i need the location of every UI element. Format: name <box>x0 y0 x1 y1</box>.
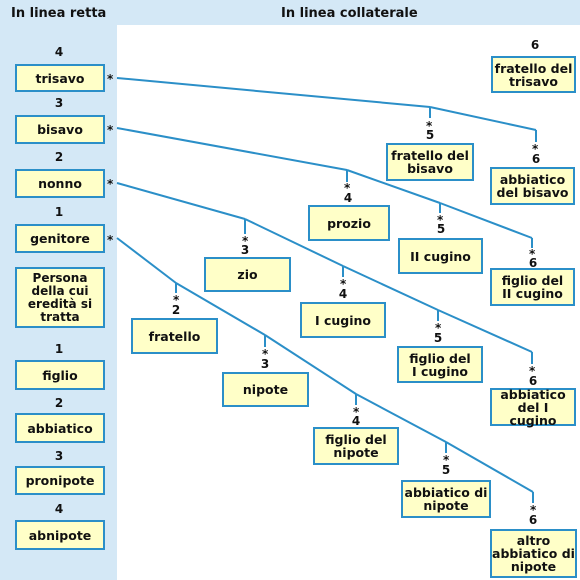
box-figlio-ii-cugino: figlio del II cugino <box>490 268 575 306</box>
connector-genitore-branch <box>116 237 177 284</box>
degree-ii-cugino: 5 <box>436 222 446 236</box>
box-i-cugino: I cugino <box>300 302 386 338</box>
degree-abbiatico-i-cugino: 6 <box>528 374 538 388</box>
box-prozio: prozio <box>308 205 390 241</box>
box-figlio-i-cugino: figlio del I cugino <box>397 346 483 383</box>
degree-fratello-bisavo: 5 <box>425 128 435 142</box>
degree-fratello: 2 <box>171 303 181 317</box>
degree-abbiatico-nipote: 5 <box>441 463 451 477</box>
star-abbiatico-i-cugino: * <box>529 364 536 378</box>
connector-nonno-branch <box>116 182 246 220</box>
collateral-header-band <box>117 0 580 25</box>
box-altro-abbiatico-di-nipote: altro abbiatico di nipote <box>490 529 577 578</box>
box-abbiatico-bisavo: abbiatico del bisavo <box>490 167 575 205</box>
box-fratello-bisavo: fratello del bisavo <box>386 143 474 181</box>
degree-figlio-nipote: 4 <box>351 414 361 428</box>
box-abbiatico-i-cugino: abbiatico del I cugino <box>490 388 576 427</box>
box-fratello-trisavo: fratello del trisavo <box>491 56 576 93</box>
box-nonno: nonno <box>15 169 105 198</box>
degree-nipote: 3 <box>260 357 270 371</box>
star-nipote: * <box>262 347 269 361</box>
degree-i-cugino: 4 <box>338 287 348 301</box>
degree-trisavo: 4 <box>54 45 64 59</box>
degree-altro-abbiatico-nipote: 6 <box>528 513 538 527</box>
box-abbiatico-di-nipote: abbiatico di nipote <box>401 480 491 518</box>
connector-genitore-branch-2 <box>175 282 266 336</box>
connector-genitore-branch-5 <box>445 441 534 493</box>
degree-figlio-ii-cugino: 6 <box>528 256 538 270</box>
box-trisavo: trisavo <box>15 64 105 92</box>
degree-genitore: 1 <box>54 205 64 219</box>
star-nonno: * <box>107 177 114 191</box>
degree-pronipote: 3 <box>54 449 64 463</box>
box-figlio-nipote: figlio del nipote <box>313 427 399 465</box>
box-zio: zio <box>204 257 291 292</box>
box-figlio: figlio <box>15 360 105 390</box>
star-fratello: * <box>173 293 180 307</box>
box-abbiatico: abbiatico <box>15 413 105 443</box>
star-trisavo: * <box>107 72 114 86</box>
star-zio: * <box>242 234 249 248</box>
star-altro-abbiatico-nipote: * <box>530 503 537 517</box>
connector-nonno-branch-3 <box>342 265 439 311</box>
connector-genitore-branch-4 <box>355 393 447 443</box>
box-fratello: fratello <box>131 318 218 354</box>
star-figlio-nipote: * <box>353 405 360 419</box>
star-bisavo: * <box>107 123 114 137</box>
degree-bisavo: 3 <box>54 96 64 110</box>
connector-bisavo-branch-2 <box>346 169 441 204</box>
box-genitore: genitore <box>15 224 105 253</box>
connector-nonno-branch-4 <box>437 309 533 353</box>
degree-figlio: 1 <box>54 342 64 356</box>
degree-abnipote: 4 <box>54 502 64 516</box>
box-ii-cugino: II cugino <box>398 238 483 274</box>
degree-fratello-trisavo: 6 <box>530 38 540 52</box>
box-abnipote: abnipote <box>15 520 105 550</box>
star-fratello-bisavo: * <box>426 119 433 133</box>
header-direct-line: In linea retta <box>11 6 107 21</box>
star-abbiatico-bisavo: * <box>532 142 539 156</box>
degree-nonno: 2 <box>54 150 64 164</box>
connector-bisavo-branch-3 <box>439 202 533 239</box>
connector-nonno-branch-2 <box>244 218 344 267</box>
degree-prozio: 4 <box>343 191 353 205</box>
box-pronipote: pronipote <box>15 466 105 495</box>
star-figlio-ii-cugino: * <box>529 247 536 261</box>
star-figlio-i-cugino: * <box>435 321 442 335</box>
degree-figlio-i-cugino: 5 <box>433 331 443 345</box>
connector-trisavo-branch <box>116 77 431 108</box>
degree-zio: 3 <box>240 243 250 257</box>
star-i-cugino: * <box>340 277 347 291</box>
star-abbiatico-nipote: * <box>443 453 450 467</box>
connector-bisavo-branch <box>116 127 348 171</box>
star-ii-cugino: * <box>437 213 444 227</box>
degree-abbiatico-bisavo: 6 <box>531 152 541 166</box>
header-collateral-line: In linea collaterale <box>281 6 418 21</box>
connector-genitore-branch-3 <box>264 334 357 395</box>
box-nipote: nipote <box>222 372 309 407</box>
connector-trisavo-branch-2 <box>429 106 537 131</box>
degree-abbiatico: 2 <box>54 396 64 410</box>
box-persona: Persona della cui eredità si tratta <box>15 267 105 328</box>
box-bisavo: bisavo <box>15 115 105 144</box>
star-prozio: * <box>344 181 351 195</box>
star-genitore: * <box>107 233 114 247</box>
